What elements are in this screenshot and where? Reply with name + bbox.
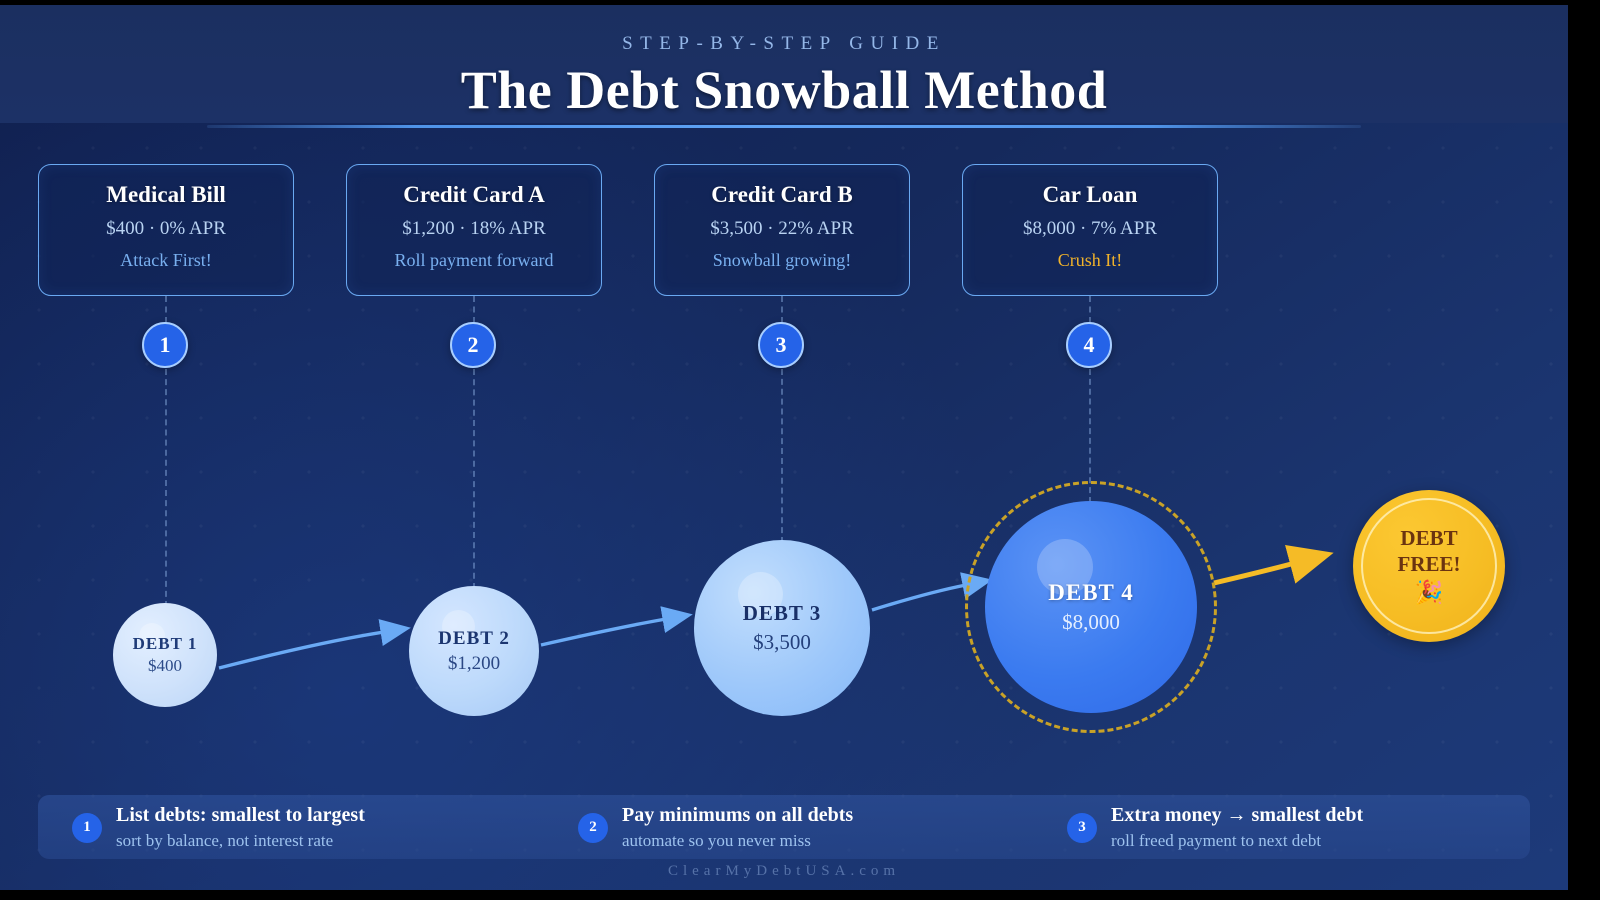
debt-card-detail: $3,500 · 22% APR	[710, 218, 854, 239]
debt-card-1[interactable]: Medical Bill $400 · 0% APR Attack First!	[38, 164, 294, 296]
snowball-arrows	[218, 544, 1334, 670]
tip-subtext: roll freed payment to next debt	[1111, 831, 1322, 850]
tip-item-1[interactable]: 1 List debts: smallest to largest sort b…	[72, 803, 365, 852]
debt-card-note: Roll payment forward	[394, 250, 554, 270]
snowball-amount: $8,000	[1062, 609, 1120, 634]
debt-free-line-2: FREE!	[1397, 552, 1461, 576]
tip-number: 2	[578, 812, 608, 843]
stem-line-3a	[781, 296, 783, 323]
celebration-icon: 🎉	[1414, 579, 1444, 605]
snowball-debt-3[interactable]: DEBT 3 $3,500	[694, 540, 870, 716]
background-dot-pattern	[0, 5, 1568, 890]
step-badge-4[interactable]: 4	[1066, 322, 1112, 368]
tip-item-3[interactable]: 3 Extra money → smallest debt roll freed…	[1067, 803, 1363, 852]
snowball-amount: $3,500	[753, 630, 811, 654]
snowball-focus-ring	[965, 481, 1217, 733]
debt-card-detail: $400 · 0% APR	[106, 218, 226, 239]
debt-free-line-1: DEBT	[1400, 526, 1458, 551]
snowball-amount: $1,200	[447, 652, 501, 674]
tip-item-2[interactable]: 2 Pay minimums on all debts automate so …	[578, 803, 853, 852]
step-badge-2[interactable]: 2	[450, 322, 496, 368]
snowball-label: DEBT 2	[438, 627, 510, 649]
debt-card-note: Crush It!	[1057, 250, 1123, 270]
arrow-3-to-4	[871, 572, 993, 612]
stem-line-3b	[781, 369, 783, 543]
page-title: The Debt Snowball Method	[460, 60, 1108, 120]
tip-subtext: sort by balance, not interest rate	[116, 831, 334, 850]
stem-line-1b	[165, 369, 167, 607]
stem-line-4b	[1089, 369, 1091, 503]
debt-card-4[interactable]: Car Loan $8,000 · 7% APR Crush It!	[962, 164, 1218, 296]
snowball-debt-1[interactable]: DEBT 1 $400	[113, 603, 217, 707]
snowball-label: DEBT 3	[742, 601, 822, 625]
debt-card-title: Credit Card A	[403, 182, 545, 207]
debt-card-title: Credit Card B	[711, 182, 853, 207]
step-badge-3[interactable]: 3	[758, 322, 804, 368]
infographic-canvas: STEP-BY-STEP GUIDE The Debt Snowball Met…	[0, 5, 1568, 890]
snowball-debt-2[interactable]: DEBT 2 $1,200	[409, 586, 539, 716]
tip-subtext: automate so you never miss	[622, 831, 811, 850]
tip-number: 3	[1067, 812, 1097, 843]
tip-heading: Extra money → smallest debt	[1111, 804, 1364, 826]
arrow-1-to-2	[218, 619, 411, 670]
header-divider	[207, 125, 1361, 128]
arrow-4-to-debt-free	[1213, 544, 1334, 586]
stem-line-4a	[1089, 296, 1091, 323]
snowball-label: DEBT 4	[1048, 579, 1134, 605]
tip-heading: Pay minimums on all debts	[622, 804, 854, 826]
tip-heading: List debts: smallest to largest	[116, 804, 365, 826]
stem-line-2a	[473, 296, 475, 323]
debt-card-2[interactable]: Credit Card A $1,200 · 18% APR Roll paym…	[346, 164, 602, 296]
footer-watermark: ClearMyDebtUSA.com	[667, 863, 901, 879]
stem-line-2b	[473, 369, 475, 589]
tip-number: 1	[72, 812, 102, 843]
arrow-2-to-3	[540, 606, 693, 647]
debt-card-3[interactable]: Credit Card B $3,500 · 22% APR Snowball …	[654, 164, 910, 296]
eyebrow-label: STEP-BY-STEP GUIDE	[622, 33, 946, 54]
debt-card-detail: $1,200 · 18% APR	[402, 218, 546, 239]
header-band: STEP-BY-STEP GUIDE The Debt Snowball Met…	[0, 5, 1568, 123]
debt-card-detail: $8,000 · 7% APR	[1022, 218, 1158, 239]
step-badge-1[interactable]: 1	[142, 322, 188, 368]
debt-free-badge[interactable]: DEBT FREE! 🎉	[1353, 490, 1505, 642]
snowball-label: DEBT 1	[132, 634, 198, 653]
snowball-debt-4[interactable]: DEBT 4 $8,000	[985, 501, 1197, 713]
tips-bar: 1 List debts: smallest to largest sort b…	[38, 795, 1530, 859]
debt-card-title: Car Loan	[1042, 182, 1138, 207]
debt-card-note: Attack First!	[120, 250, 212, 270]
debt-card-note: Snowball growing!	[712, 250, 852, 270]
debt-card-title: Medical Bill	[106, 182, 226, 207]
snowball-amount: $400	[148, 656, 182, 675]
stem-line-1a	[165, 296, 167, 323]
